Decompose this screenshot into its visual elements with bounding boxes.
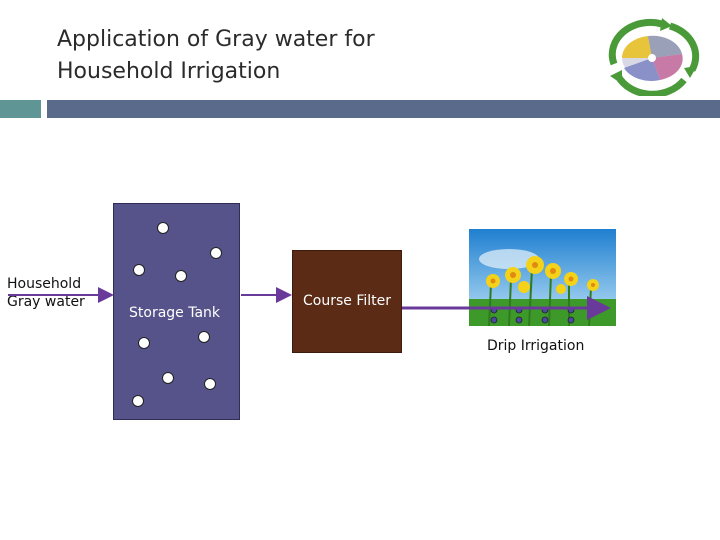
drip-irrigation-label: Drip Irrigation [487,338,585,354]
bubble-icon [133,264,145,276]
filter-label: Course Filter [303,293,391,309]
source-label-line-1: Household [7,276,82,292]
title-line-2: Household Irrigation [57,59,281,84]
accent-bar-left [0,100,41,118]
bubble-icon [138,337,150,349]
slide-title: Application of Gray water for Household … [57,24,537,88]
source-label-line-2: Gray water [7,294,85,310]
bubble-icon [175,270,187,282]
storage-tank [113,203,240,420]
bubble-icon [210,247,222,259]
bubble-icon [204,378,216,390]
accent-bar-right [47,100,720,118]
recycle-cycle-logo-icon [608,18,700,96]
daffodil-photo-icon [469,229,616,326]
tank-label: Storage Tank [129,305,221,321]
bubble-icon [157,222,169,234]
bubble-icon [162,372,174,384]
bubble-icon [132,395,144,407]
course-filter: Course Filter [292,250,402,353]
bubble-icon [198,331,210,343]
title-line-1: Application of Gray water for [57,27,375,52]
source-label: Household Gray water [7,275,85,311]
